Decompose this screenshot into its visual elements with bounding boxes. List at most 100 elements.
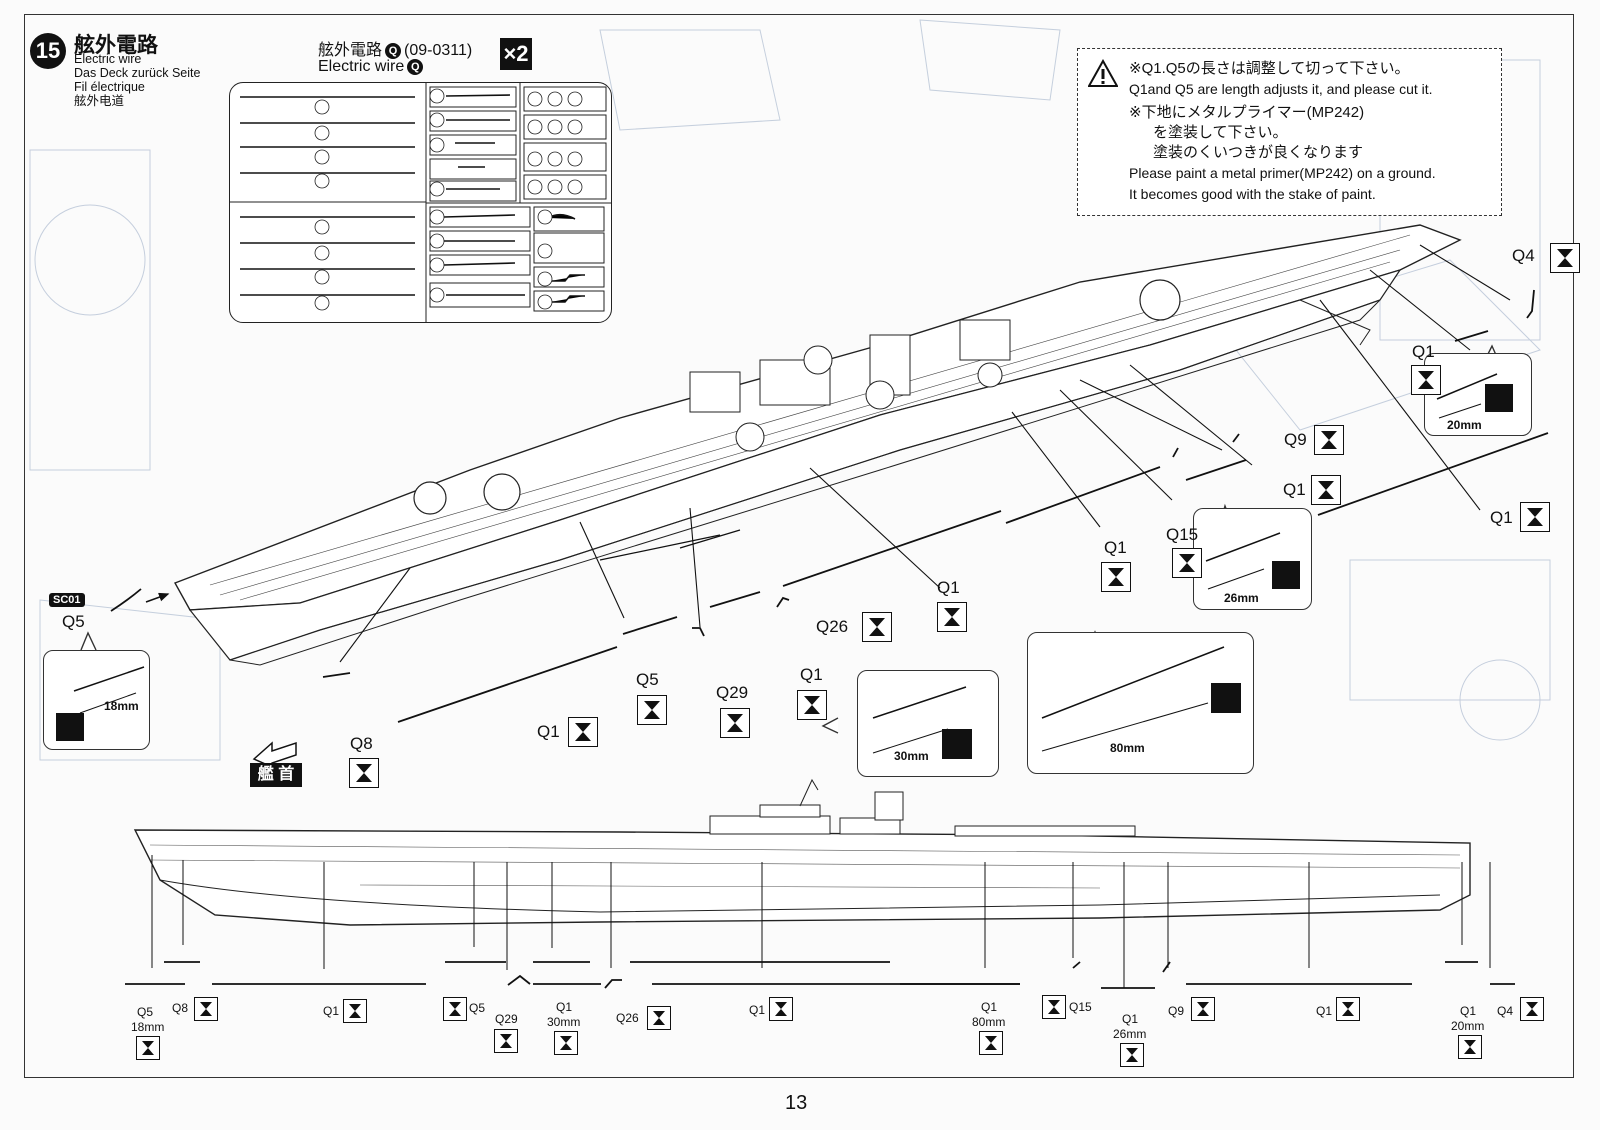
part-mark [1172, 548, 1202, 578]
side-label-q5: Q5 [137, 1005, 154, 1019]
side-label-q1-f: Q1 [1316, 1004, 1333, 1018]
part-mark [937, 602, 967, 632]
sheet-code: (09-0311) [404, 42, 473, 59]
sc01-tag: SC01 [49, 593, 85, 607]
part-mark [1191, 997, 1215, 1021]
part-mark [494, 1029, 518, 1053]
part-mark [136, 1036, 160, 1060]
side-label-q1-g-mm: 20mm [1451, 1019, 1485, 1033]
label-q1-c: Q1 [1490, 508, 1513, 527]
part-letter-badge: Q [385, 42, 402, 59]
label-q5-b: Q5 [62, 612, 85, 631]
part-mark [797, 690, 827, 720]
parts-sheet [229, 82, 612, 323]
note-line-7: It becomes good with the stake of paint. [1129, 186, 1376, 202]
gauge-icon [1211, 683, 1241, 713]
side-label-q1-b: Q1 [556, 1000, 573, 1014]
side-label-q1-b-mm: 30mm [547, 1015, 581, 1029]
part-mark [1458, 1035, 1482, 1059]
side-label-q1-d: Q1 [981, 1000, 998, 1014]
caution-note: ※Q1.Q5の長さは調整して切って下さい。 Q1and Q5 are lengt… [1077, 48, 1502, 216]
part-mark [1336, 997, 1360, 1021]
side-label-q1-g: Q1 [1460, 1004, 1477, 1018]
detail-q1-26mm: 26mm [1193, 508, 1312, 610]
part-mark [862, 612, 892, 642]
step-title-fr: Fil électrique [74, 80, 145, 94]
bow-direction-label: 艦 首 [250, 763, 302, 787]
side-label-q1-d-mm: 80mm [972, 1015, 1006, 1029]
part-mark [1411, 365, 1441, 395]
note-line-3: ※下地にメタルプライマー(MP242) [1129, 104, 1365, 121]
label-q26: Q26 [816, 617, 849, 636]
note-line-1: ※Q1.Q5の長さは調整して切って下さい。 [1129, 60, 1410, 77]
part-mark [343, 999, 367, 1023]
part-mark [1520, 502, 1550, 532]
gauge-icon [1485, 384, 1513, 412]
part-mark [1042, 995, 1066, 1019]
side-label-q9: Q9 [1168, 1004, 1185, 1018]
measure-drawing [1041, 646, 1241, 752]
parts-sheet-drawing [230, 83, 611, 322]
label-q8: Q8 [350, 734, 373, 753]
gauge-icon [1272, 561, 1300, 589]
page-frame [24, 14, 1574, 1078]
measure-drawing [56, 666, 145, 741]
part-mark [194, 997, 218, 1021]
part-mark [979, 1031, 1003, 1055]
side-label-q8: Q8 [172, 1001, 189, 1015]
page-number: 13 [785, 1092, 808, 1114]
warning-icon [1088, 59, 1118, 87]
side-label-q5-mm: 18mm [131, 1020, 165, 1034]
part-mark [720, 708, 750, 738]
label-q1-e: Q1 [937, 578, 960, 597]
note-line-2: Q1and Q5 are length adjusts it, and plea… [1129, 81, 1433, 97]
part-mark [637, 695, 667, 725]
detail-q1-80mm: 80mm [1027, 632, 1254, 774]
side-label-q1-e: Q1 [1122, 1012, 1139, 1026]
part-mark [443, 997, 467, 1021]
part-mark [769, 997, 793, 1021]
label-q1-d: Q1 [1104, 538, 1127, 557]
step-title-en: Electric wire [74, 52, 142, 66]
part-mark [1101, 562, 1131, 592]
step-title-zh: 舷外电道 [74, 94, 125, 108]
gauge-icon [942, 729, 972, 759]
label-q15: Q15 [1166, 525, 1199, 544]
measure-drawing [872, 686, 972, 759]
note-line-4: を塗装して下さい。 [1153, 124, 1288, 141]
step-title-de: Das Deck zurück Seite [74, 66, 201, 80]
quantity-badge: ×2 [500, 38, 532, 70]
step-number: 15 [30, 33, 66, 69]
gauge-icon [56, 713, 84, 741]
side-label-q15: Q15 [1069, 1000, 1092, 1014]
part-mark [1120, 1043, 1144, 1067]
note-line-5: 塗装のくいつきが良くなります [1153, 144, 1364, 161]
side-label-q29: Q29 [495, 1012, 518, 1026]
label-q1-f: Q1 [800, 665, 823, 684]
part-mark [1314, 425, 1344, 455]
side-label-q1-a: Q1 [323, 1004, 340, 1018]
side-label-q1-e-mm: 26mm [1113, 1027, 1147, 1041]
detail-q1-30mm: 30mm [857, 670, 999, 777]
label-q29: Q29 [716, 683, 749, 702]
side-label-q1-c: Q1 [749, 1003, 766, 1017]
part-mark [1520, 997, 1544, 1021]
part-mark [568, 717, 598, 747]
label-q1-g: Q1 [537, 722, 560, 741]
label-q9: Q9 [1284, 430, 1307, 449]
label-q4: Q4 [1512, 246, 1535, 265]
step-title: 舷外電路 [74, 34, 158, 57]
note-line-6: Please paint a metal primer(MP242) on a … [1129, 165, 1436, 181]
label-q1-b: Q1 [1283, 480, 1306, 499]
detail-q5-18mm: 18mm [43, 650, 150, 750]
part-mark [349, 758, 379, 788]
part-letter-badge-2: Q [407, 58, 424, 75]
measure-drawing [1205, 532, 1300, 590]
measure-drawing [1436, 373, 1513, 419]
label-q5-a: Q5 [636, 670, 659, 689]
label-q1-a: Q1 [1412, 342, 1435, 361]
part-mark [1311, 475, 1341, 505]
